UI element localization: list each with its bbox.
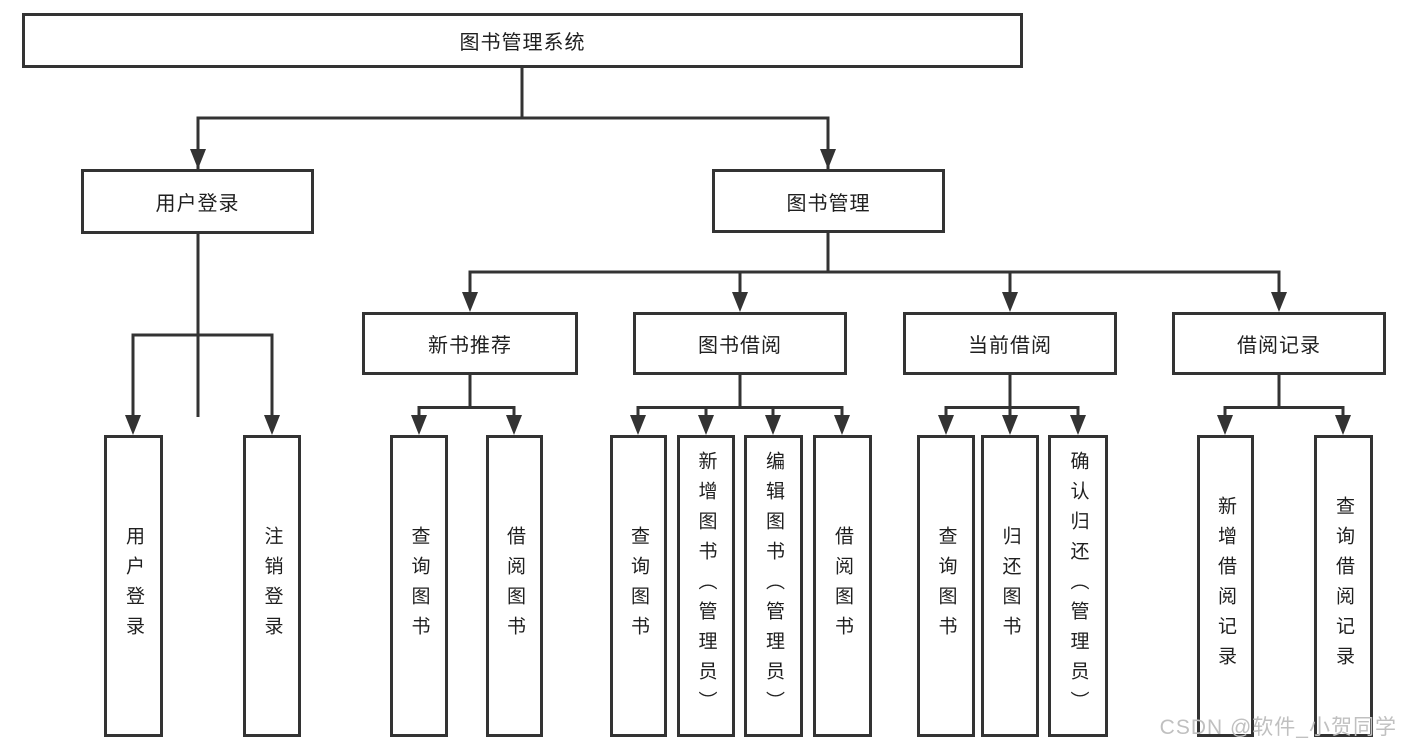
leaf-add-borrow-record-label: 新增借阅记录	[1215, 496, 1236, 676]
leaf-borrow-books-1-label: 借阅图书	[504, 526, 525, 646]
leaf-query-borrow-record: 查询借阅记录	[1314, 435, 1373, 737]
node-book-management: 图书管理	[712, 169, 945, 233]
leaf-edit-books-admin: 编辑图书（管理员）	[744, 435, 803, 737]
node-new-book-recommend-label: 新书推荐	[428, 335, 512, 357]
node-root-label: 图书管理系统	[459, 32, 586, 54]
leaf-borrow-books-2-label: 借阅图书	[832, 526, 853, 646]
leaf-confirm-return-admin-label: 确认归还（管理员）	[1067, 451, 1089, 721]
node-book-borrowing: 图书借阅	[633, 312, 847, 375]
leaf-add-books-admin: 新增图书（管理员）	[677, 435, 735, 737]
node-book-borrowing-label: 图书借阅	[698, 335, 782, 357]
node-current-borrowing-label: 当前借阅	[968, 335, 1052, 357]
node-user-login-label: 用户登录	[155, 193, 240, 215]
node-root: 图书管理系统	[22, 13, 1023, 68]
leaf-query-borrow-record-label: 查询借阅记录	[1333, 496, 1354, 676]
leaf-confirm-return-admin: 确认归还（管理员）	[1048, 435, 1108, 737]
leaf-borrow-books-1: 借阅图书	[486, 435, 543, 737]
leaf-user-login: 用户登录	[104, 435, 163, 737]
leaf-query-books-2-label: 查询图书	[628, 526, 649, 646]
leaf-query-books-1: 查询图书	[390, 435, 448, 737]
node-new-book-recommend: 新书推荐	[362, 312, 578, 375]
node-user-login: 用户登录	[81, 169, 314, 234]
leaf-return-books-label: 归还图书	[999, 526, 1021, 646]
leaf-query-books-1-label: 查询图书	[408, 526, 430, 646]
watermark: CSDN @软件_小贺同学	[1159, 716, 1397, 739]
leaf-edit-books-admin-label: 编辑图书（管理员）	[763, 451, 784, 721]
leaf-query-books-3-label: 查询图书	[935, 526, 957, 646]
leaf-query-books-3: 查询图书	[917, 435, 975, 737]
node-borrowing-records: 借阅记录	[1172, 312, 1386, 375]
leaf-borrow-books-2: 借阅图书	[813, 435, 872, 737]
node-borrowing-records-label: 借阅记录	[1237, 335, 1321, 357]
node-book-management-label: 图书管理	[786, 192, 871, 215]
leaf-logout-login-label: 注销登录	[261, 526, 283, 646]
leaf-logout-login: 注销登录	[243, 435, 301, 737]
leaf-add-books-admin-label: 新增图书（管理员）	[695, 451, 717, 721]
leaf-add-borrow-record: 新增借阅记录	[1197, 435, 1254, 737]
leaf-return-books: 归还图书	[981, 435, 1039, 737]
leaf-query-books-2: 查询图书	[610, 435, 667, 737]
node-current-borrowing: 当前借阅	[903, 312, 1117, 375]
arrowheads	[125, 149, 1351, 435]
leaf-user-login-label: 用户登录	[123, 526, 144, 646]
